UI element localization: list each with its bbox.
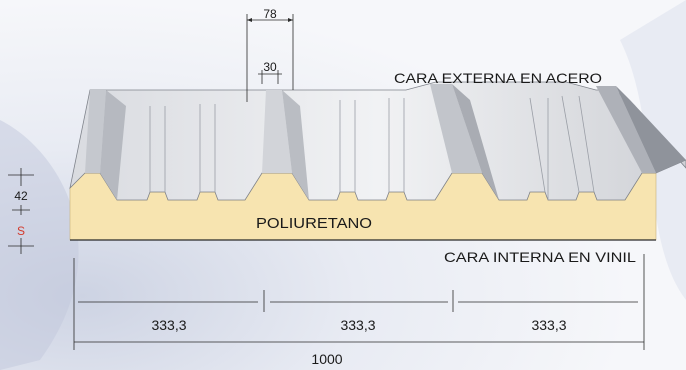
dim-crest-width (258, 70, 282, 84)
crest-face (430, 84, 482, 173)
segment-1-label: 333,3 (151, 317, 186, 333)
dim-height (8, 168, 34, 254)
crest-face (100, 90, 126, 200)
inner-face-label: CARA INTERNA EN VINIL (444, 249, 636, 265)
segment-3-label: 333,3 (531, 317, 566, 333)
crest-face (596, 86, 656, 173)
crest-face (85, 90, 106, 173)
dim-top-width-label: 78 (263, 7, 277, 21)
background-swirl (0, 120, 79, 370)
crest-face (452, 84, 499, 200)
dim-top-width (246, 14, 294, 102)
dim-height-label: 42 (14, 189, 28, 203)
steel-sheet (69, 81, 686, 201)
outer-face-label: CARA EXTERNA EN ACERO (394, 70, 602, 86)
crest-face (282, 90, 309, 200)
rib-lines (149, 95, 595, 200)
dim-crest-width-label: 30 (263, 60, 277, 74)
dim-bottom (73, 254, 645, 350)
crest-face (616, 86, 686, 173)
dim-thickness-label: S (17, 224, 25, 238)
core-label: POLIURETANO (256, 215, 372, 232)
segment-2-label: 333,3 (340, 317, 375, 333)
total-width-label: 1000 (311, 351, 342, 367)
